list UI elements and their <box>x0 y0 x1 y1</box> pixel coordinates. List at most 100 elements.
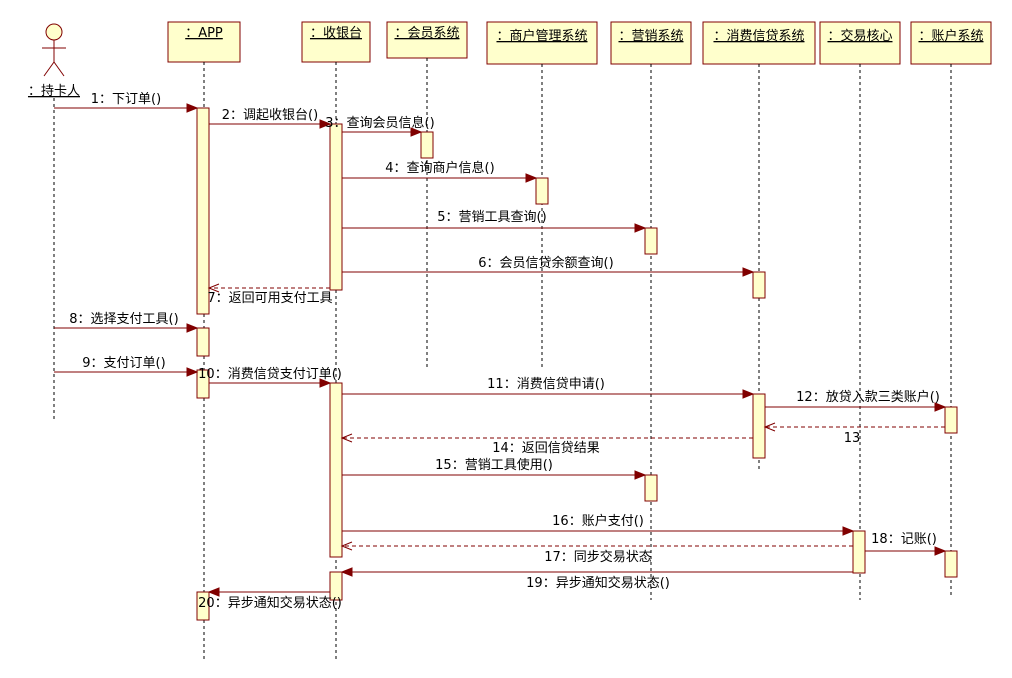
arrow-left-icon <box>207 587 220 597</box>
participant-box <box>386 21 468 59</box>
participant-box <box>819 21 901 65</box>
message-label: 6：会员信贷余额查询() <box>478 255 613 271</box>
activation-app-1 <box>196 107 210 315</box>
message-label: 14：返回信贷结果 <box>492 441 600 456</box>
participant-marketing: ：营销系统 <box>610 21 692 65</box>
arrow-right-icon <box>842 526 855 536</box>
participant-label: ：收银台 <box>310 26 362 41</box>
arrow-left-icon <box>340 433 353 443</box>
message-8: 8：选择支付工具() <box>54 312 199 333</box>
arrow-right-icon <box>186 367 199 377</box>
arrow-right-icon <box>934 546 947 556</box>
actor-leg-right-icon <box>53 61 65 77</box>
message-2: 2：调起收银台() <box>209 108 332 129</box>
participant-merchant: ：商户管理系统 <box>486 21 598 65</box>
message-16: 16：账户支付() <box>342 513 855 536</box>
message-label: 18：记账() <box>871 532 937 547</box>
message-label: 4：查询商户信息() <box>385 160 494 176</box>
message-4: 4：查询商户信息() <box>342 160 538 183</box>
activation-cashier-3 <box>329 571 343 601</box>
arrow-right-icon <box>634 470 647 480</box>
message-6: 6：会员信贷余额查询() <box>342 255 755 277</box>
participant-label: ：消费信贷系统 <box>713 29 804 44</box>
arrow-right-icon <box>186 323 199 333</box>
participant-label: ：APP <box>185 26 223 41</box>
activation-member <box>420 131 434 159</box>
actor-label: ：持卡人 <box>28 84 80 99</box>
message-18: 18：记账() <box>865 532 947 556</box>
participant-box <box>167 21 241 63</box>
message-11: 11：消费信贷申请() <box>342 377 755 399</box>
message-label: 10：消费信贷支付订单() <box>198 367 342 382</box>
arrow-right-icon <box>319 119 332 129</box>
message-label: 1：下订单() <box>91 92 161 107</box>
activation-cashier-2 <box>329 382 343 558</box>
message-5: 5：营销工具查询() <box>342 210 647 233</box>
participant-box <box>301 21 371 63</box>
message-1: 1：下订单() <box>54 92 199 113</box>
arrow-right-icon <box>525 173 538 183</box>
arrow-left-icon <box>340 567 353 577</box>
arrow-right-icon <box>742 267 755 277</box>
activation-account-2 <box>944 550 958 578</box>
message-label: 8：选择支付工具() <box>69 312 178 327</box>
message-label: 11：消费信贷申请() <box>487 377 605 392</box>
arrow-right-icon <box>410 127 423 137</box>
participant-member: ：会员系统 <box>386 21 468 59</box>
message-label: 15：营销工具使用() <box>435 457 553 473</box>
arrow-left-icon <box>207 283 220 293</box>
message-9: 9：支付订单() <box>54 356 199 377</box>
arrow-left-icon <box>763 422 776 432</box>
participant-label: ：商户管理系统 <box>496 28 587 44</box>
message-label: 2：调起收银台() <box>222 108 318 123</box>
message-label: 12：放贷入款三类账户() <box>796 389 940 405</box>
participant-cashier: ：收银台 <box>301 21 371 63</box>
participant-label: ：账户系统 <box>918 28 983 44</box>
arrow-right-icon <box>634 223 647 233</box>
arrow-right-icon <box>934 402 947 412</box>
message-7: 7：返回可用支付工具 <box>207 283 333 306</box>
participant-label: ：营销系统 <box>618 29 683 44</box>
participant-label: ：交易核心 <box>827 28 892 44</box>
message-label: 16：账户支付() <box>552 513 644 529</box>
message-13: 13 <box>763 422 945 446</box>
message-label: 13 <box>844 431 861 446</box>
activation-account-1 <box>944 406 958 434</box>
message-20: 20：异步通知交易状态() <box>198 587 342 611</box>
message-label: 7：返回可用支付工具 <box>207 291 332 306</box>
message-19: 19：异步通知交易状态() <box>340 567 853 591</box>
activation-cashier-1 <box>329 123 343 291</box>
message-label: 5：营销工具查询() <box>437 210 546 225</box>
participant-credit: ：消费信贷系统 <box>702 21 816 65</box>
actor-cardholder: ：持卡人 <box>28 23 80 99</box>
arrow-right-icon <box>186 103 199 113</box>
message-3: 3：查询会员信息() <box>325 115 435 137</box>
participant-label: ：会员系统 <box>394 26 459 41</box>
participant-box <box>610 21 692 65</box>
activation-app-2 <box>196 327 210 357</box>
participant-box <box>486 21 598 65</box>
message-label: 3：查询会员信息() <box>325 115 434 131</box>
actor-leg-left-icon <box>43 61 55 77</box>
message-15: 15：营销工具使用() <box>342 457 647 480</box>
participant-box <box>702 21 816 65</box>
activation-merchant <box>535 177 549 205</box>
message-12: 12：放贷入款三类账户() <box>765 389 947 412</box>
activation-marketing-2 <box>644 474 658 502</box>
activation-app-4 <box>196 591 210 621</box>
participant-account: ：账户系统 <box>910 21 992 65</box>
message-label: 17：同步交易状态 <box>544 549 652 565</box>
message-label: 9：支付订单() <box>82 356 165 371</box>
activation-credit-2 <box>752 393 766 459</box>
activation-core <box>852 530 866 574</box>
message-label: 19：异步通知交易状态() <box>526 575 670 591</box>
arrow-right-icon <box>319 378 332 388</box>
activation-app-3 <box>196 369 210 399</box>
participant-core: ：交易核心 <box>819 21 901 65</box>
message-label: 20：异步通知交易状态() <box>198 595 342 611</box>
message-17: 17：同步交易状态 <box>340 541 853 565</box>
actor-head-icon <box>45 23 63 41</box>
arrow-right-icon <box>742 389 755 399</box>
activation-credit-1 <box>752 271 766 299</box>
